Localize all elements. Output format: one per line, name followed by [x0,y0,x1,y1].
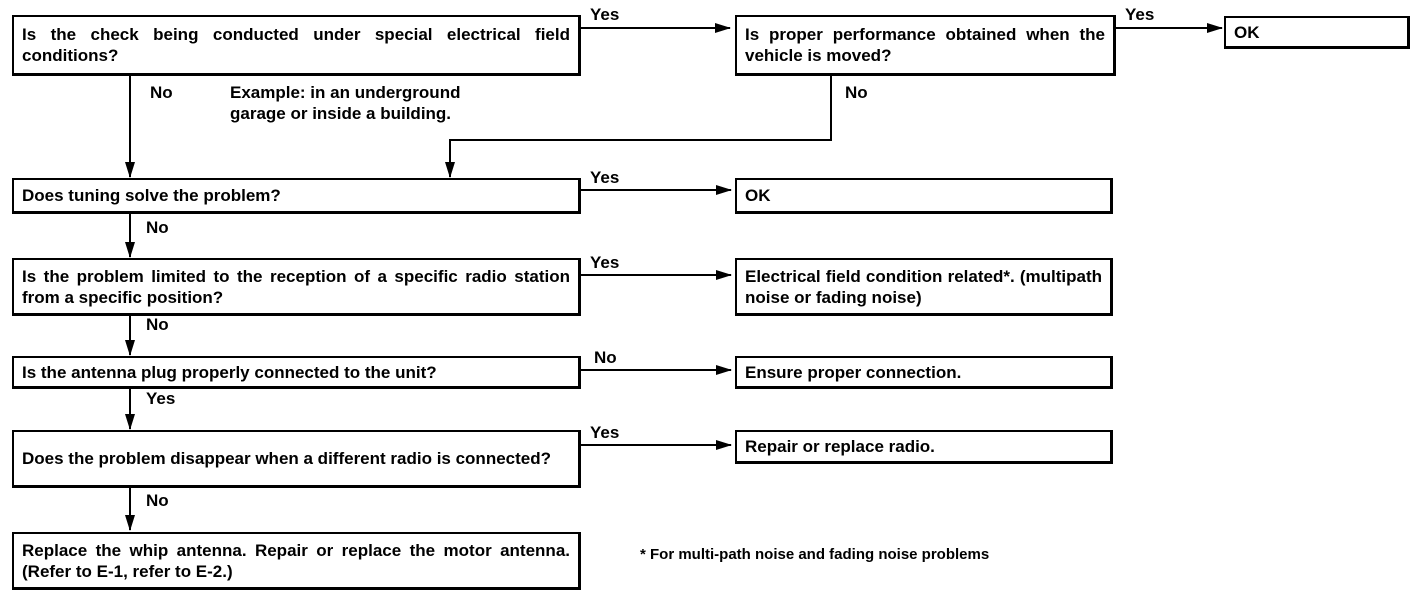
label-q4-yes: Yes [590,253,620,272]
label-q5-yes: Yes [146,389,176,408]
result-ok-tuning: OK [735,178,1113,214]
label-q2-yes: Yes [1125,5,1155,24]
question-specific-station: Is the problem limited to the reception … [12,258,581,316]
result-electrical-field: Electrical field condition related*. (mu… [735,258,1113,316]
result-repair-radio: Repair or replace radio. [735,430,1113,464]
question-antenna-plug: Is the antenna plug properly connected t… [12,356,581,389]
result-ok-top: OK [1224,16,1410,49]
question-different-radio: Does the problem disappear when a differ… [12,430,581,488]
label-q5-no: No [594,348,617,367]
question-vehicle-moved: Is proper performance obtained when the … [735,15,1116,76]
label-q1-yes: Yes [590,5,620,24]
example-note: Example: in an underground garage or ins… [230,83,461,123]
label-q6-yes: Yes [590,423,620,442]
label-q3-yes: Yes [590,168,620,187]
connector-q2-no [445,75,832,178]
question-special-field: Is the check being conducted under speci… [12,15,581,76]
result-replace-antenna: Replace the whip antenna. Repair or repl… [12,532,581,590]
label-q3-no: No [146,218,169,237]
question-tuning: Does tuning solve the problem? [12,178,581,214]
label-q1-no: No [150,83,173,102]
label-q4-no: No [146,315,169,334]
footnote: * For multi-path noise and fading noise … [640,546,990,563]
label-q2-no: No [845,83,868,102]
label-q6-no: No [146,491,169,510]
result-ensure-connection: Ensure proper connection. [735,356,1113,389]
